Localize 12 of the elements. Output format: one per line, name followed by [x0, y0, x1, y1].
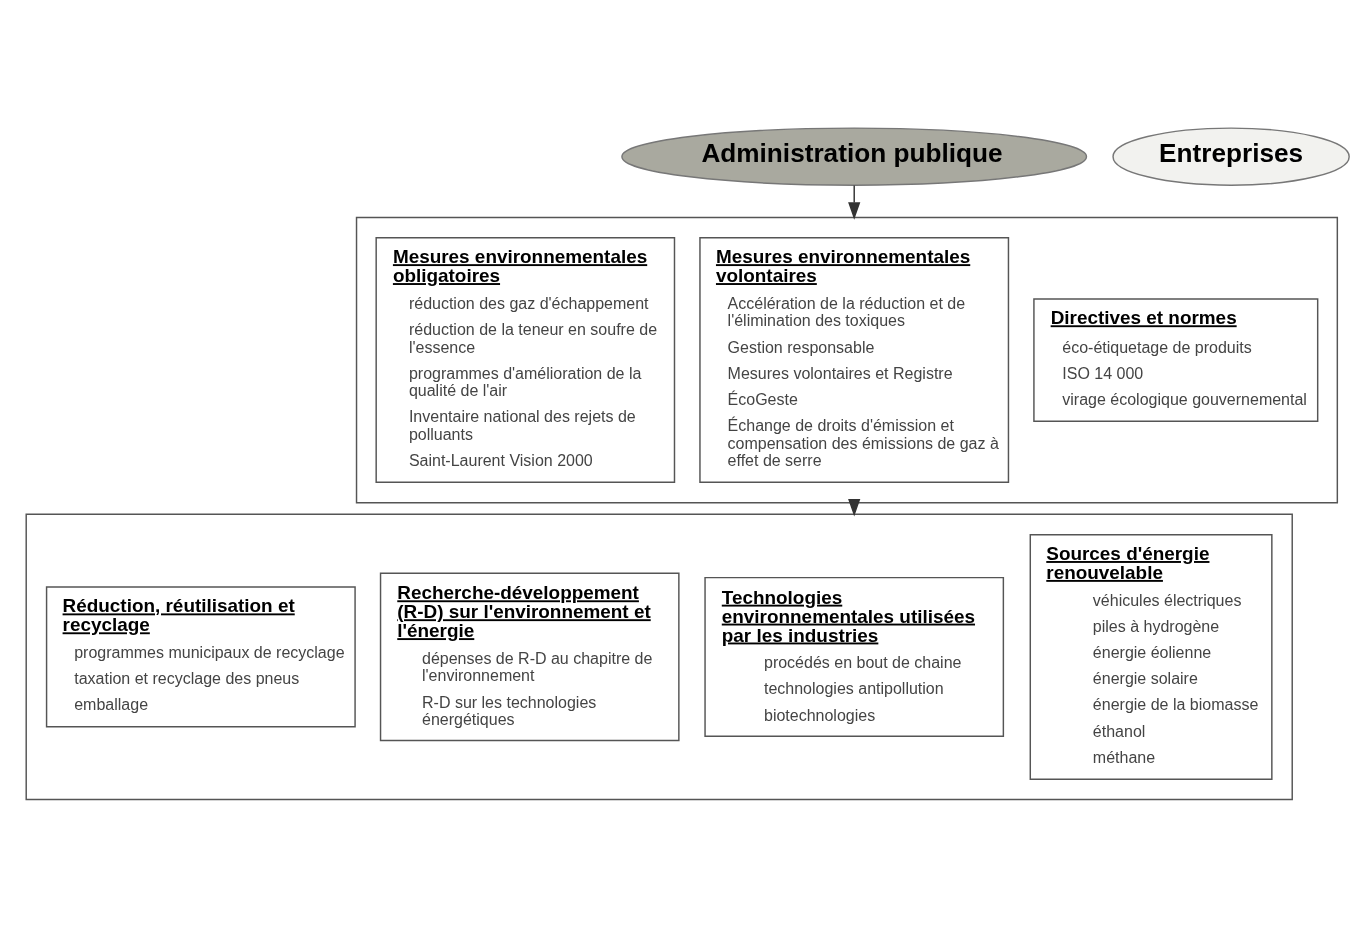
cluster	[355, 216, 1339, 504]
node-ellipse: Administration publique	[621, 127, 1088, 186]
node-box: Recherche-développement (R-D) sur l'environnement et l'énergie dépenses de R-D au chapitre de l'environnement R-D sur les technologies énergétiques	[379, 572, 680, 742]
cluster	[25, 513, 1293, 801]
node-box: Sources d'énergie renouvelable véhicules électriques piles à hydrogène énergie éolienne énergie solaire énergie de la biomasse éthanol méthane	[1029, 533, 1273, 780]
node-ellipse: Entreprises	[1112, 127, 1350, 186]
node-box: Directives et normes éco-étiquetage de produits ISO 14 000 virage écologique gouvernemental	[1033, 298, 1319, 422]
node-box: Mesures environnementales volontaires Accélération de la réduction et de l'élimination des toxiques Gestion responsable Mesures volontaires et Registre ÉcoGeste Échange de droits d'émission et compensation des émissions de gaz à effet de serre	[699, 237, 1010, 484]
node-box: Technologies environnementales utilisées par les industries procédés en bout de chaine technologies antipollution biotechnologies	[704, 576, 1005, 737]
node-box: Mesures environnementales obligatoires réduction des gaz d'échappement réduction de la teneur en soufre de l'essence programmes d'amélioration de la qualité de l'air Inventaire national des rejets de polluants Saint-Laurent Vision 2000	[375, 237, 676, 484]
node-box: Réduction, réutilisation et recyclage programmes municipaux de recyclage taxation et recyclage des pneus emballage	[45, 586, 356, 728]
arrow	[848, 184, 861, 220]
